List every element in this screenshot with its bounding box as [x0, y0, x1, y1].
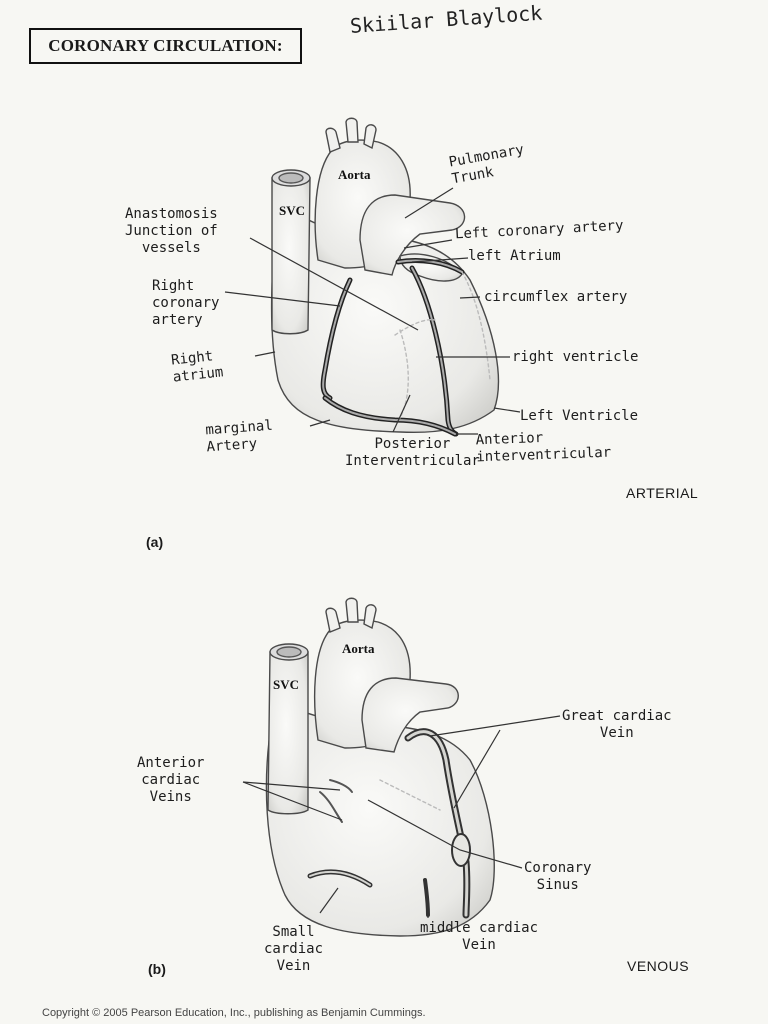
- page-title-text: CORONARY CIRCULATION:: [48, 36, 283, 55]
- aortic-branch-4: [325, 607, 341, 633]
- venous-label: VENOUS: [627, 958, 690, 974]
- svc-label-b: SVC: [273, 677, 300, 692]
- anterior-cardiac-veins-label: Anterior cardiac Veins: [137, 755, 205, 805]
- svc-a: [271, 177, 311, 335]
- aortic-branch-5: [345, 597, 359, 623]
- svc-b: [267, 651, 309, 815]
- anastomosis-hint: [394, 318, 436, 336]
- pulmonary-trunk-b: [361, 677, 459, 753]
- posterior-interventricular-hint: [399, 329, 409, 419]
- heart-b-illustration: [265, 597, 495, 937]
- middle-cardiac-vein-label: middle cardiac Vein: [420, 920, 539, 953]
- right-atrium-label: Right atrium: [170, 348, 225, 386]
- svc-label-a: SVC: [279, 203, 306, 218]
- posterior-interventricular-label: Posterior Interventricular: [345, 436, 480, 469]
- aortic-branch-6: [363, 604, 377, 630]
- panel-a-letter: (a): [146, 534, 164, 550]
- anterior-interventricular-label: Anterior interventricular: [475, 430, 612, 466]
- circumflex-artery-label: circumflex artery: [484, 289, 628, 305]
- marginal-artery-label: marginal Artery: [204, 417, 274, 456]
- coronary-sinus-label: Coronary Sinus: [524, 860, 592, 893]
- page-title: CORONARY CIRCULATION:: [29, 28, 302, 64]
- leader-lines-b: [242, 715, 561, 918]
- great-cardiac-vein-label: Great cardiac Vein: [562, 708, 672, 741]
- left-atrium-label: left Atrium: [468, 248, 561, 264]
- aortic-branch-3: [363, 124, 377, 150]
- leader-lines-a: [224, 187, 521, 435]
- right-ventricle-label: right ventricle: [512, 349, 639, 365]
- arterial-label: ARTERIAL: [626, 485, 699, 501]
- left-ventricle-label: Left Ventricle: [520, 408, 639, 424]
- aortic-branch-2: [345, 117, 359, 143]
- aortic-branch-1: [325, 127, 341, 153]
- cardiac-veins-b: [307, 728, 471, 919]
- coronary-vessels-a: [320, 257, 491, 437]
- aorta-label-a: Aorta: [338, 167, 371, 182]
- aorta-label-b: Aorta: [342, 641, 375, 656]
- small-cardiac-vein-label: Small cardiac Vein: [264, 924, 324, 974]
- anastomosis-label: Anastomosis Junction of vessels: [125, 206, 218, 256]
- panel-b-letter: (b): [148, 961, 166, 977]
- copyright-notice: Copyright © 2005 Pearson Education, Inc.…: [42, 1007, 426, 1019]
- circumflex-vessel-hint: [461, 271, 491, 381]
- right-coronary-artery-label: Right coronary artery: [152, 278, 220, 328]
